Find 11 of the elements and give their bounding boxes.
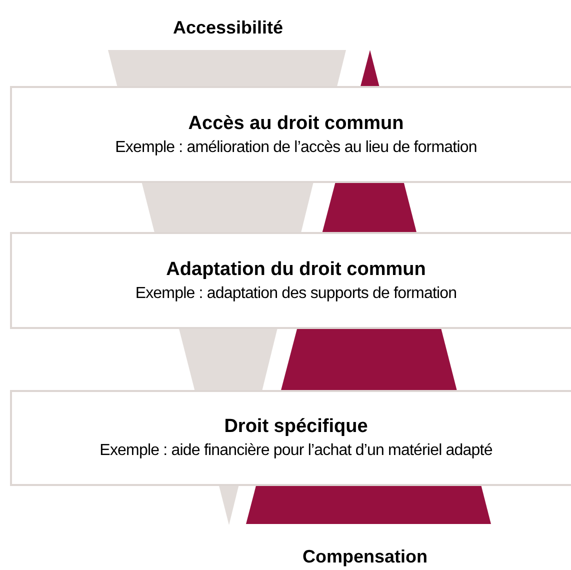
axis-label: Compensation [302,546,428,568]
example-text: Exemple : amélioration de l’accès au lieu de formation [115,138,477,156]
level-box [10,232,571,329]
level-title: Accès au droit commun [188,112,404,134]
level-box [10,86,571,183]
level-box [10,390,571,486]
axis-label: Accessibilité [172,18,284,38]
example-text: Exemple : adaptation des supports de formation [135,284,457,302]
example-text: Exemple : aide financière pour l’achat d’un matériel adapté [100,442,492,460]
level-title: Adaptation du droit commun [166,258,426,280]
level-title: Droit spécifique [224,416,368,438]
